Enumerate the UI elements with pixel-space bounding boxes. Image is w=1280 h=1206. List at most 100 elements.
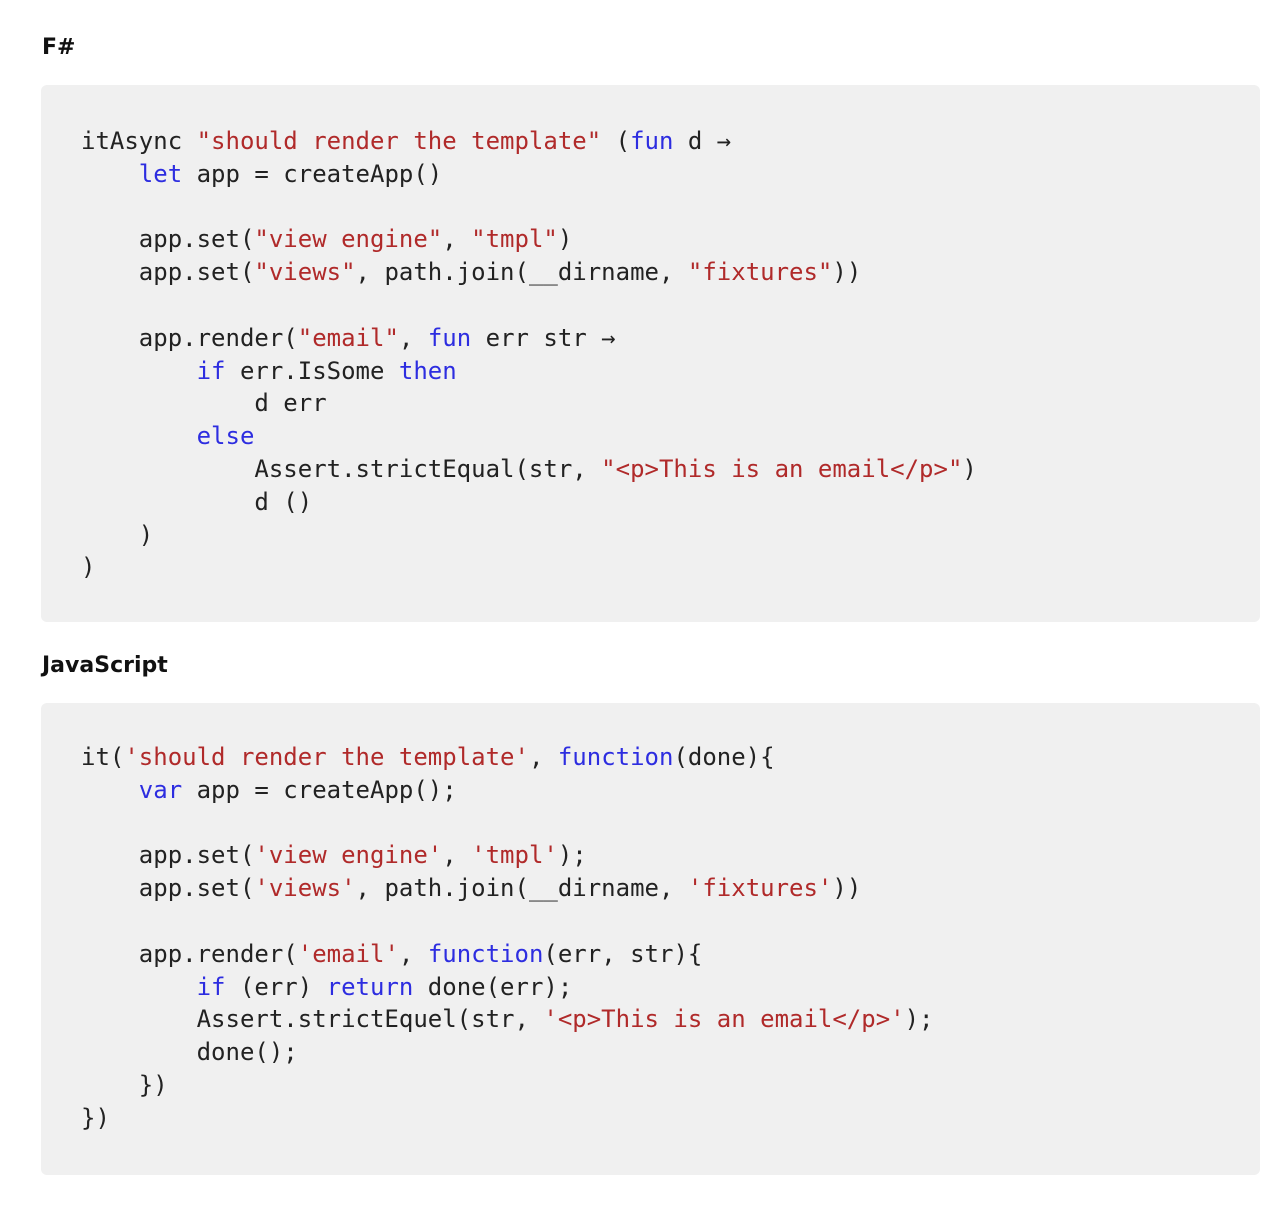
code-string: 'views' <box>254 874 356 903</box>
code-line <box>81 807 934 840</box>
code-keyword: then <box>398 356 457 385</box>
code-line: if (err) return done(err); <box>81 971 934 1004</box>
code-string: "should render the template" <box>196 127 602 155</box>
code-text: , <box>442 841 472 870</box>
code-line: }) <box>81 1069 934 1102</box>
code-string: 'view engine' <box>254 841 443 870</box>
code-text: ); <box>904 1005 934 1034</box>
code-text: , <box>398 323 428 352</box>
code-string: '<p>This is an email</p>' <box>543 1005 905 1034</box>
code-text: (err, str){ <box>543 939 703 968</box>
code-text: ); <box>557 841 587 870</box>
code-text: , <box>398 939 428 968</box>
code-keyword: fun <box>630 127 674 155</box>
code-string: 'should render the template' <box>124 743 529 771</box>
code-text <box>81 776 139 804</box>
code-text: app = createApp(); <box>182 775 457 804</box>
code-text: err str → <box>471 323 616 352</box>
code-line: }) <box>81 1102 934 1135</box>
code-line: app.render("email", fun err str → <box>81 322 977 355</box>
code-string: 'fixtures' <box>687 874 833 903</box>
code-text: )) <box>832 874 862 903</box>
code-text <box>81 357 197 385</box>
code-line: else <box>81 420 977 453</box>
code-text: d err <box>81 389 327 418</box>
code-keyword: if <box>196 972 226 1001</box>
code-text: app.render( <box>81 323 298 352</box>
code-text: , <box>528 743 558 771</box>
code-line: ) <box>81 519 977 552</box>
code-text: ) <box>962 454 977 483</box>
code-string: "views" <box>254 258 356 287</box>
code-keyword: let <box>138 159 183 188</box>
code-line: done(); <box>81 1036 934 1069</box>
code-block-fsharp: itAsync "should render the template" (fu… <box>41 85 1260 622</box>
code-text: , path.join(__dirname, <box>355 874 688 903</box>
code-text: app.set( <box>81 841 255 870</box>
code-text: (err) <box>225 972 327 1001</box>
code-text: d () <box>81 487 313 516</box>
code-text: done(); <box>81 1038 298 1067</box>
code-keyword: if <box>196 356 226 385</box>
code-text: app.render( <box>81 939 298 968</box>
code-string: "email" <box>297 323 399 352</box>
code-text: )) <box>832 258 862 287</box>
code-text: ) <box>557 225 573 254</box>
section-title-javascript: JavaScript <box>42 653 168 678</box>
code-line: Assert.strictEqual(str, "<p>This is an e… <box>81 453 977 486</box>
code-string: 'email' <box>297 939 399 968</box>
code-text: ) <box>81 553 96 582</box>
code-text: (done){ <box>673 743 775 771</box>
code-text: app.set( <box>81 874 255 903</box>
code-text: , <box>442 225 472 254</box>
code-fsharp: itAsync "should render the template" (fu… <box>81 125 977 584</box>
code-text: app = createApp() <box>182 159 443 188</box>
code-line: app.set('views', path.join(__dirname, 'f… <box>81 872 934 905</box>
code-text: it( <box>81 743 125 771</box>
code-line: let app = createApp() <box>81 158 977 191</box>
code-text: Assert.strictEqual(str, <box>81 454 602 483</box>
code-line: d () <box>81 486 977 519</box>
code-block-javascript: it('should render the template', functio… <box>41 703 1260 1175</box>
code-line: it('should render the template', functio… <box>81 741 934 774</box>
code-text: }) <box>81 1103 110 1132</box>
code-string: "fixtures" <box>687 258 833 287</box>
code-line: app.render('email', function(err, str){ <box>81 938 934 971</box>
code-text: d → <box>673 127 732 155</box>
code-text <box>81 973 197 1001</box>
code-keyword: else <box>196 422 255 451</box>
code-text: done(err); <box>413 972 573 1001</box>
code-text: ( <box>601 127 631 155</box>
code-line <box>81 191 977 224</box>
code-string: "view engine" <box>254 225 443 254</box>
code-text: , path.join(__dirname, <box>355 258 688 287</box>
code-text: }) <box>81 1070 168 1099</box>
code-text <box>81 422 197 450</box>
code-string: 'tmpl' <box>471 841 558 870</box>
code-keyword: return <box>326 972 414 1001</box>
code-line: itAsync "should render the template" (fu… <box>81 125 977 158</box>
code-string: "<p>This is an email</p>" <box>601 454 963 483</box>
code-javascript: it('should render the template', functio… <box>81 741 934 1135</box>
code-text: Assert.strictEquel(str, <box>81 1005 544 1034</box>
code-line: app.set('view engine', 'tmpl'); <box>81 839 934 872</box>
code-text: app.set( <box>81 258 255 287</box>
section-title-fsharp: F# <box>42 35 76 60</box>
code-line: d err <box>81 387 977 420</box>
code-line: Assert.strictEquel(str, '<p>This is an e… <box>81 1003 934 1036</box>
code-text: itAsync <box>81 127 197 155</box>
code-keyword: function <box>557 743 674 771</box>
code-keyword: function <box>427 939 544 968</box>
code-text <box>81 160 139 188</box>
code-line <box>81 905 934 938</box>
code-line: var app = createApp(); <box>81 774 934 807</box>
code-string: "tmpl" <box>471 225 558 254</box>
code-text: app.set( <box>81 225 255 254</box>
code-text: err.IsSome <box>225 356 399 385</box>
code-line <box>81 289 977 322</box>
code-line: if err.IsSome then <box>81 355 977 388</box>
code-line: ) <box>81 551 977 584</box>
code-keyword: fun <box>427 323 472 352</box>
code-line: app.set("views", path.join(__dirname, "f… <box>81 256 977 289</box>
